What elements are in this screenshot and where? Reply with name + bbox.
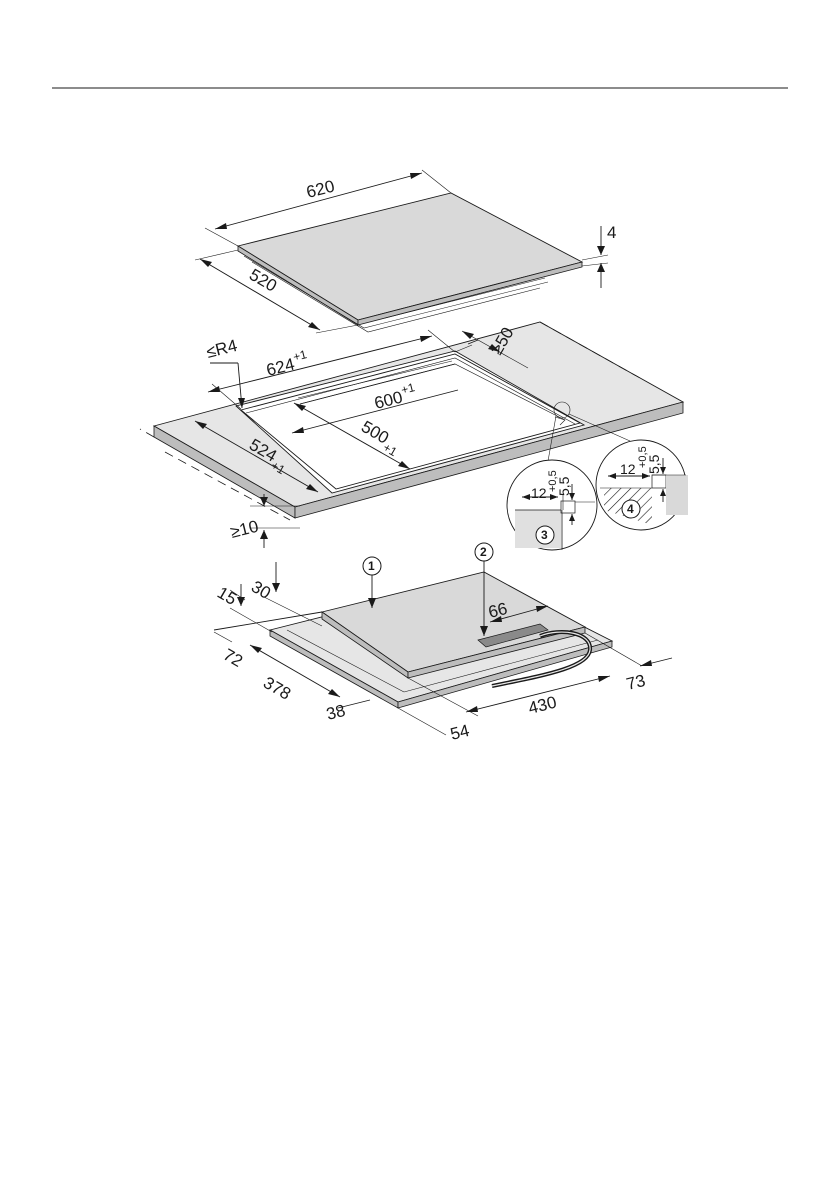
- detail-3-number: 3: [541, 528, 548, 542]
- underside-offset-38-label: 38: [324, 701, 347, 724]
- underside-marker-2: 2: [480, 545, 487, 559]
- underside-depth-15-label: 15: [214, 583, 240, 609]
- underside-length-378-label: 378: [260, 673, 294, 704]
- underside-offset-73-label: 73: [624, 671, 647, 694]
- underside-depth-30-label: 30: [248, 577, 274, 603]
- svg-text:624: 624: [264, 355, 296, 380]
- hob-plate: [195, 170, 608, 333]
- cutout-outer-width-label: 624 +1: [263, 347, 310, 380]
- cutout-front-gap-label: ≥10: [228, 517, 260, 542]
- detail-4-width-label: 12: [620, 461, 636, 477]
- detail-4-height-label: 5,5: [646, 454, 662, 474]
- underside-length-430-label: 430: [526, 693, 558, 718]
- hob-width-label: 620: [304, 177, 336, 202]
- underside-offset-72-label: 72: [220, 645, 246, 671]
- cutout-radius-label: ≤R4: [204, 336, 239, 362]
- underside-offset-54-label: 54: [448, 721, 471, 744]
- detail-4-number: 4: [627, 502, 634, 516]
- svg-text:+1: +1: [292, 347, 309, 364]
- hob-thickness-label: 4: [607, 223, 616, 242]
- detail-3-height-label: 5,5: [556, 476, 572, 496]
- detail-3-width-label: 12: [531, 485, 547, 501]
- underside-marker-1: 1: [368, 559, 375, 573]
- hob-underside: [214, 543, 672, 735]
